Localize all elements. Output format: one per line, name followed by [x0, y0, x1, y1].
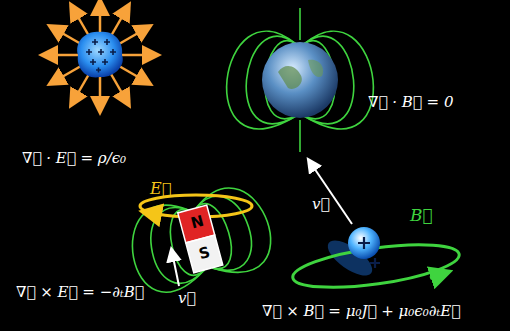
earth-globe: [262, 42, 338, 118]
bar-magnet: [178, 205, 223, 273]
charge-cloud: [77, 32, 123, 78]
velocity-arrow: [172, 252, 179, 286]
plus-signs: [86, 39, 116, 73]
earth-land: [278, 66, 302, 89]
equation-text: ∇⃗ · B⃗ = 0: [368, 94, 453, 111]
velocity-symbol: v⃗: [312, 196, 329, 213]
field-symbol: E⃗: [150, 180, 171, 198]
equation-text: ∇⃗ × B⃗ = μ₀J⃗ + μ₀ϵ₀∂ₜE⃗: [262, 303, 460, 320]
e-field-arrows: [48, 6, 152, 106]
velocity-symbol: v⃗: [178, 290, 195, 307]
loop-arrow: [430, 274, 442, 278]
earth-land: [308, 60, 323, 77]
field-symbol: B⃗: [410, 206, 433, 225]
magnet-field-lines: [122, 180, 278, 299]
equation-text: ∇⃗ · E⃗ = ρ/ϵ₀: [22, 150, 126, 167]
equation-text: ∇⃗ × E⃗ = −∂ₜB⃗: [16, 284, 144, 301]
plus-signs: [358, 237, 380, 268]
loop-arrow: [150, 213, 160, 215]
moving-charge: [348, 227, 380, 259]
velocity-arrow: [310, 162, 352, 224]
earth-field-lines: [227, 8, 374, 152]
